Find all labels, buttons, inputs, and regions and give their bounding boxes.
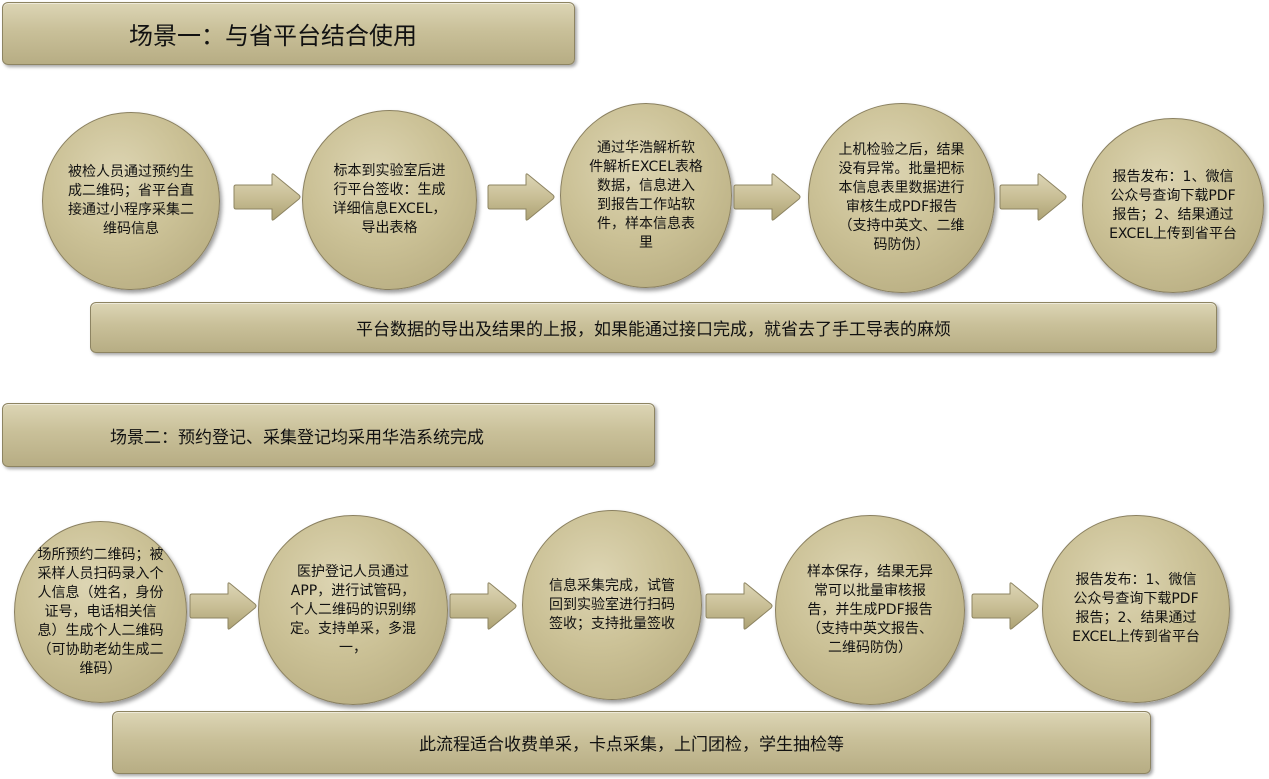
arrow-right-icon [232,172,302,222]
scene1-step-5-text: 报告发布：1、微信 公众号查询下载PDF 报告；2、结果通过 EXCEL上传到省… [1109,168,1237,242]
scene2-step-5-text: 报告发布：1、微信 公众号查询下载PDF 报告；2、结果通过 EXCEL上传到省… [1072,572,1200,645]
scene1-step-1: 被检人员通过预约生 成二维码；省平台直 接通过小程序采集二 维码信息 [42,112,220,290]
scene2-step-2-text: 医护登记人员通过 APP，进行试管码， 个人二维码的识别绑 定。支持单采，多混 … [290,563,416,656]
arrow-right-icon [188,581,258,631]
scene1-step-3: 通过华浩解析软 件解析EXCEL表格 数据，信息进入 到报告工作站软 件，样本信… [560,103,732,288]
arrow-right-icon [704,581,774,631]
scene1-note-banner: 平台数据的导出及结果的上报，如果能通过接口完成，就省去了手工导表的麻烦 [90,302,1217,353]
scene1-step-2: 标本到实验室后进 行平台签收：生成 详细信息EXCEL， 导出表格 [302,110,477,290]
scene1-step-1-text: 被检人员通过预约生 成二维码；省平台直 接通过小程序采集二 维码信息 [68,164,194,237]
scene2-step-1: 场所预约二维码；被 采样人员扫码录入个 人信息（姓名，身份 证号，电话相关信 息… [14,521,187,703]
arrow-right-icon [448,581,518,631]
scene2-note: 此流程适合收费单采，卡点采集，上门团检，学生抽检等 [419,735,844,755]
scene1-title-banner: 场景一：与省平台结合使用 [2,2,575,65]
scene2-step-4: 样本保存，结果无异 常可以批量审核报 告，并生成PDF报告 （支持中英文报告、 … [775,515,965,705]
scene2-step-3: 信息采集完成，试管 回到实验室进行扫码 签收；支持批量签收 [522,510,702,700]
scene2-step-3-text: 信息采集完成，试管 回到实验室进行扫码 签收；支持批量签收 [549,577,675,632]
scene2-note-banner: 此流程适合收费单采，卡点采集，上门团检，学生抽检等 [112,711,1151,774]
scene2-step-5: 报告发布：1、微信 公众号查询下载PDF 报告；2、结果通过 EXCEL上传到省… [1042,515,1230,703]
scene1-step-2-text: 标本到实验室后进 行平台签收：生成 详细信息EXCEL， 导出表格 [332,163,447,236]
arrow-right-icon [970,581,1040,631]
scene1-step-4: 上机检验之后，结果 没有异常。批量把标 本信息表里数据进行 审核生成PDF报告 … [808,103,995,293]
scene1-step-4-text: 上机检验之后，结果 没有异常。批量把标 本信息表里数据进行 审核生成PDF报告 … [838,142,965,253]
scene2-title-banner: 场景二：预约登记、采集登记均采用华浩系统完成 [2,403,655,467]
scene2-step-2: 医护登记人员通过 APP，进行试管码， 个人二维码的识别绑 定。支持单采，多混 … [258,515,448,705]
arrow-right-icon [486,172,556,222]
scene1-title: 场景一：与省平台结合使用 [129,22,417,50]
scene2-step-1-text: 场所预约二维码；被 采样人员扫码录入个 人信息（姓名，身份 证号，电话相关信 息… [37,546,164,677]
scene1-step-5: 报告发布：1、微信 公众号查询下载PDF 报告；2、结果通过 EXCEL上传到省… [1082,118,1264,293]
arrow-right-icon [998,172,1068,222]
scene2-title: 场景二：预约登记、采集登记均采用华浩系统完成 [110,427,484,448]
scene1-note: 平台数据的导出及结果的上报，如果能通过接口完成，就省去了手工导表的麻烦 [356,320,951,340]
scene1-step-3-text: 通过华浩解析软 件解析EXCEL表格 数据，信息进入 到报告工作站软 件，样本信… [589,139,703,251]
scene2-step-4-text: 样本保存，结果无异 常可以批量审核报 告，并生成PDF报告 （支持中英文报告、 … [807,563,933,656]
arrow-right-icon [732,172,802,222]
